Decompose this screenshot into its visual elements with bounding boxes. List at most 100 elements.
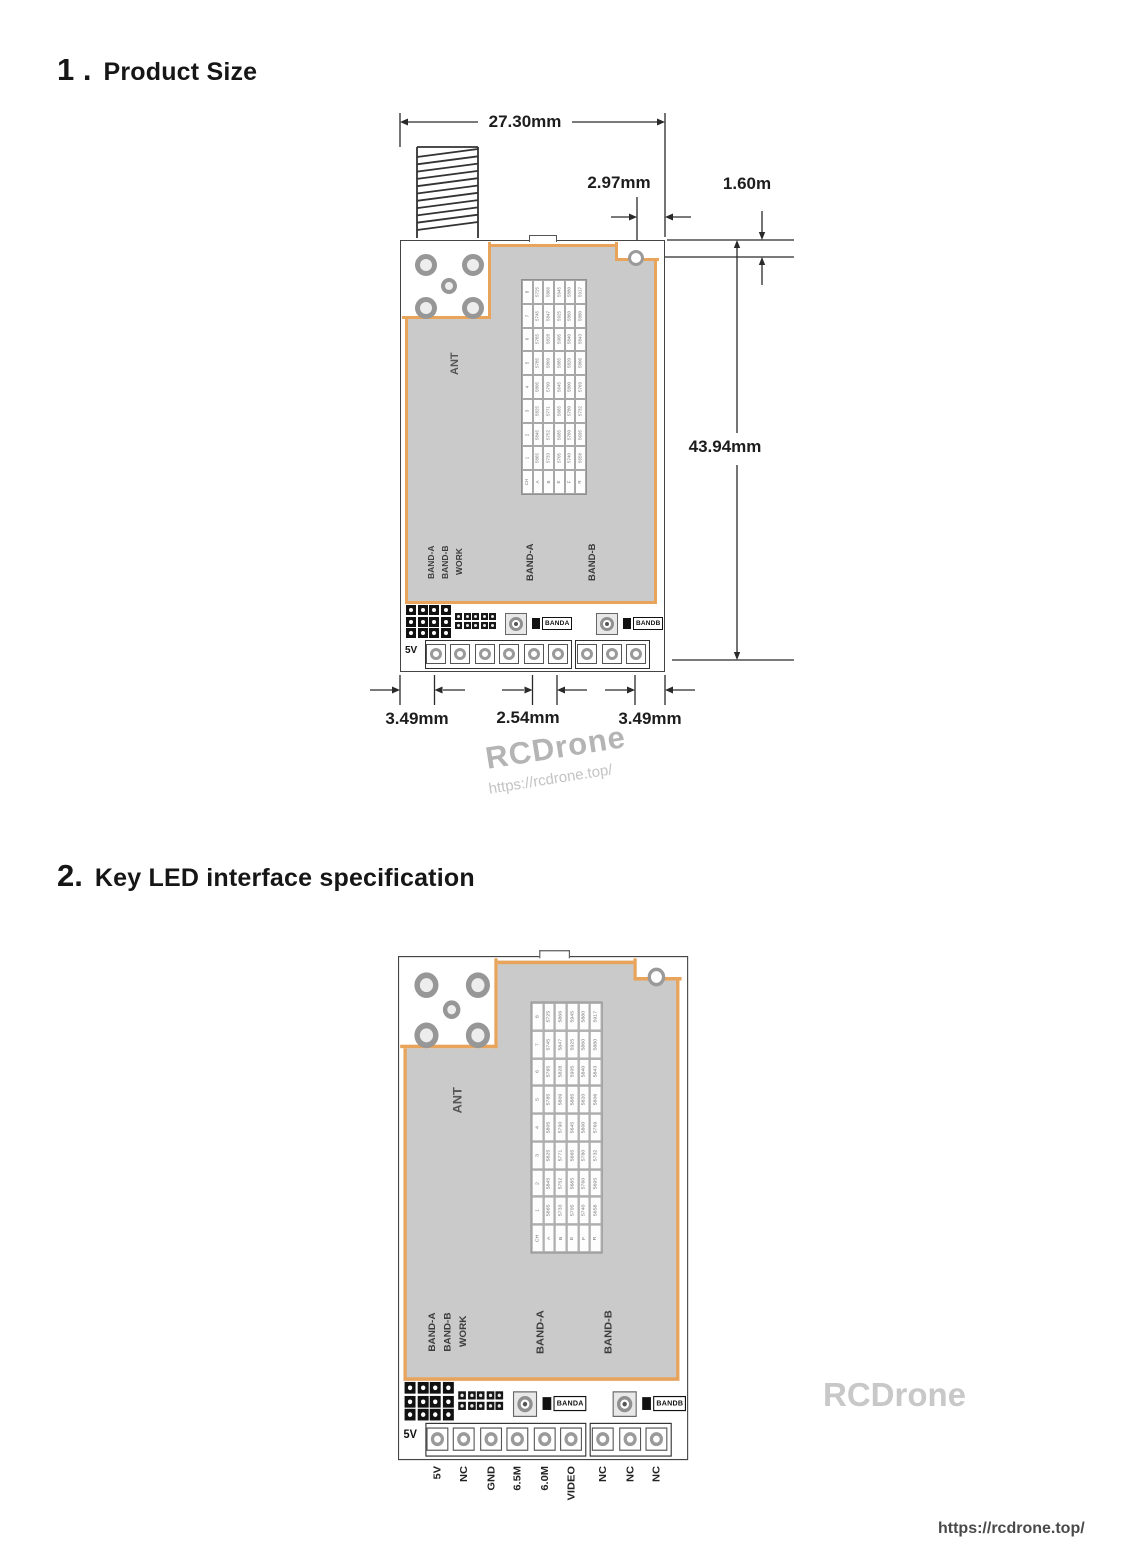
freq-cell: E [566,1224,579,1253]
freq-cell: 7 [531,1030,544,1059]
freq-cell: 5780 [578,1141,590,1170]
freq-cell: 5885 [566,1085,579,1114]
antenna-pad-hole [414,1022,439,1049]
freq-cell: 5790 [554,1113,567,1142]
freq-cell: 2 [531,1169,544,1197]
pin-label: NC [597,1465,610,1483]
freq-cell: 1 [531,1196,544,1225]
freq-cell: 5925 [554,303,565,328]
header-pin [429,605,439,615]
band-a-button-text: BANDA [553,1395,587,1412]
ant-label: ANT [451,1087,465,1114]
freq-cell: 5732 [589,1141,602,1170]
freq-cell: 5860 [564,303,576,328]
freq-cell: R [589,1224,602,1253]
freq-cell: 5685 [554,422,565,447]
pin-label: NC [458,1465,471,1483]
pin-hole-ring [457,1432,471,1447]
freq-cell: 5866 [543,280,554,304]
button-dot [622,1401,627,1407]
freq-cell: 5732 [575,398,586,423]
band-b-button [612,1391,637,1417]
header-pin-small [455,621,462,629]
button-ring [617,1395,633,1413]
header-pin-small [458,1391,466,1400]
freq-cell: 5880 [564,280,576,304]
freq-cell: 5752 [543,422,554,447]
header-pin [406,616,416,627]
freq-cell: R [575,470,586,494]
freq-cell: 5885 [554,351,565,376]
pin-hole [450,644,470,664]
freq-cell: 5825 [543,1141,555,1170]
freq-cell: 5843 [575,327,586,352]
led-label-band-b: BAND-B [441,1312,453,1352]
freq-cell: 5733 [543,446,554,471]
pin-hole-ring [605,648,618,660]
header-pin [404,1408,416,1421]
pin-label: VIDEO [565,1465,578,1501]
header-pin-small [476,1401,485,1410]
freq-cell: 8 [531,1002,544,1031]
pin-hole-ring [596,1432,610,1447]
freq-cell: 5785 [543,1085,555,1114]
freq-cell: 5695 [589,1169,602,1197]
header-pin-small [480,621,488,629]
pin-label: 5V [431,1465,444,1480]
freq-cell: 6 [522,327,533,352]
dim-pin-pitch: 2.54mm [496,708,560,727]
mounting-hole [628,250,644,266]
freq-cell: 5800 [578,1113,590,1142]
freq-cell: 5769 [575,375,586,399]
label-block [623,618,631,629]
band-a-button-text: BANDA [542,617,573,630]
section1-heading: 1 . Product Size [57,52,257,88]
pin-hole-ring [527,648,540,660]
band-a-button-label: BANDA [532,616,573,631]
freq-cell: 5645 [554,375,565,399]
freq-cell: CH [522,470,533,494]
power-pin-label: 5V [405,645,418,656]
header-pin-small [495,1401,504,1410]
header-pin-small [472,613,479,620]
freq-cell: 8 [522,280,533,304]
header-pin [429,628,439,638]
pin-label: GND [485,1465,498,1491]
header-pin-small [467,1391,476,1400]
ant-label: ANT [449,352,461,376]
pin-header-block [404,1381,454,1421]
freq-cell: 5645 [566,1113,579,1142]
dim-pin-edge-left: 3.49mm [385,709,449,728]
antenna-pad-hole [415,254,437,276]
mounting-hole [647,967,666,987]
header-pin-small [489,613,496,620]
freq-cell: E [554,470,565,494]
antenna-pad-hole [415,297,437,319]
footer-url: https://rcdrone.top/ [938,1520,1085,1537]
header-pin-small [463,613,471,620]
label-block [542,1397,552,1410]
pin-hole [506,1427,529,1451]
channel-label-band-a: BAND-A [525,543,536,581]
pin-hole [601,644,622,664]
freq-cell: 5905 [554,327,565,352]
freq-cell: 5843 [589,1058,602,1086]
freq-cell: 5865 [543,1196,555,1225]
freq-cell: F [578,1224,590,1253]
header-pin [429,616,439,627]
freq-cell: 5845 [532,422,544,447]
pin-hole-ring [483,1432,498,1447]
pin-label: 6.5M [511,1465,524,1491]
freq-cell: 5806 [589,1085,602,1114]
freq-cell: 5847 [554,1030,567,1059]
band-b-button-label: BANDB [642,1395,687,1413]
freq-cell: 5665 [566,1141,579,1170]
pin-hole [626,644,646,664]
pin-hole [533,1427,556,1451]
freq-cell: 5880 [578,1002,590,1031]
header-pin [440,605,451,615]
